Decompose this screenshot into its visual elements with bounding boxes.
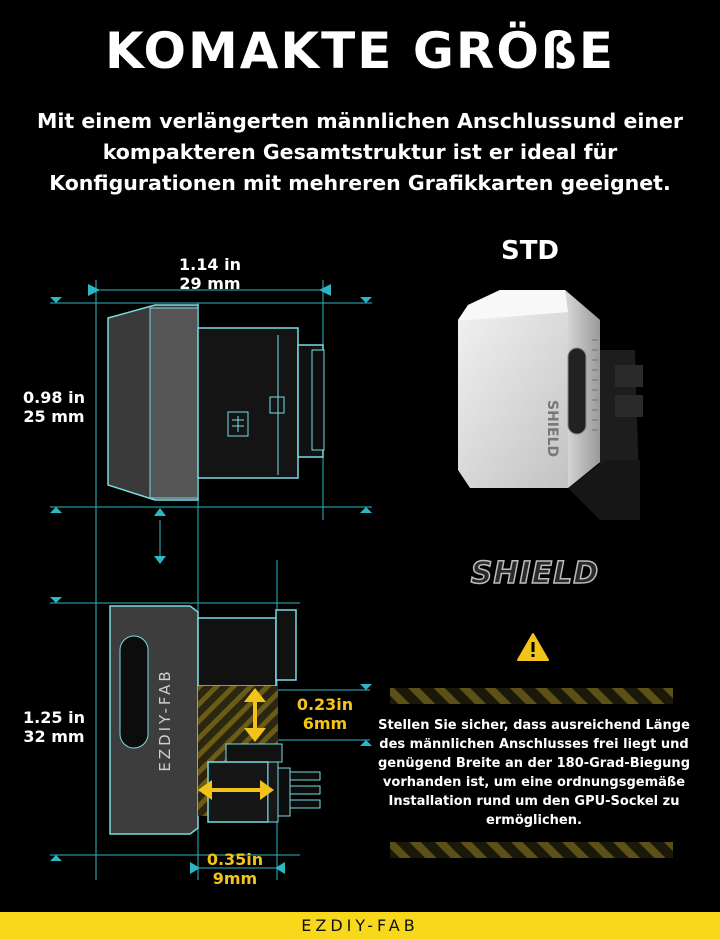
offset-horizontal-in: 0.35in <box>206 850 264 869</box>
height-bottom-label: 1.25 in 32 mm <box>14 708 94 746</box>
width-in: 1.14 in <box>179 255 241 274</box>
offset-vertical-mm: 6mm <box>302 714 348 733</box>
vent-slots <box>592 339 598 431</box>
offset-vertical-label: 0.23in 6mm <box>290 695 360 733</box>
warning-stripes <box>390 688 673 858</box>
height-bottom-mm: 32 mm <box>23 727 85 746</box>
side-brand-text: EZDIY-FAB <box>156 668 174 772</box>
height-top-in: 0.98 in <box>23 388 85 407</box>
std-product-image: SHIELD <box>458 290 643 520</box>
footer-bar: EZDIY-FAB <box>0 912 720 939</box>
page-title: KOMAKTE GRÖßE <box>104 22 616 80</box>
offset-vertical-in: 0.23in <box>296 695 354 714</box>
connector-side-view <box>109 605 321 835</box>
offset-horizontal-label: 0.35in 9mm <box>200 850 270 888</box>
svg-text:SHIELD: SHIELD <box>544 400 560 457</box>
width-dimension-label: 1.14 in 29 mm <box>170 255 250 293</box>
warning-triangle-icon <box>517 633 549 661</box>
std-variant-label: STD <box>500 236 560 266</box>
page-subtitle: Mit einem verlängerten männlichen Anschl… <box>36 109 684 195</box>
dimension-arrowheads <box>50 284 372 874</box>
yellow-measure-arrows <box>198 688 274 800</box>
height-top-label: 0.98 in 25 mm <box>14 388 94 426</box>
height-bottom-in: 1.25 in <box>23 708 85 727</box>
offset-horizontal-mm: 9mm <box>212 869 258 888</box>
connector-top-view <box>107 304 325 501</box>
shield-logo: SHIELD <box>470 555 600 592</box>
footer-brand: EZDIY-FAB <box>301 916 419 935</box>
width-mm: 29 mm <box>179 274 241 293</box>
warning-text: Stellen Sie sicher, dass ausreichend Län… <box>378 718 690 828</box>
height-top-mm: 25 mm <box>23 407 85 426</box>
